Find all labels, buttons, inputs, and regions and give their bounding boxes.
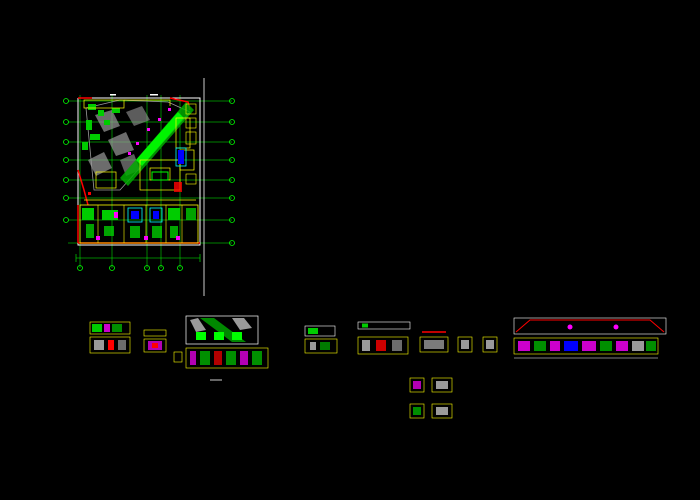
plan-green-diagonal — [120, 102, 194, 186]
plan-dimension-bottom — [75, 254, 201, 262]
sub-detail-1 — [409, 377, 425, 393]
small-detail-a — [457, 336, 473, 353]
sub-detail-2 — [431, 377, 453, 393]
floor-plan — [63, 78, 235, 296]
elevation-2 — [143, 329, 167, 353]
plan-axis-bubbles-left — [63, 98, 69, 223]
plan-outer-walls — [77, 97, 201, 246]
plan-right-rooms — [185, 103, 197, 185]
diagonal-plan-strip — [173, 315, 269, 381]
elevation-3 — [304, 325, 338, 354]
elevation-1 — [89, 321, 131, 354]
plan-stair-core — [151, 147, 187, 192]
plan-axis-bubbles-right — [229, 98, 235, 246]
elevation-4 — [357, 321, 411, 355]
elevation-5 — [419, 331, 449, 353]
long-elevation — [513, 317, 667, 359]
plan-diagonal-band — [85, 99, 191, 191]
plan-small-markers — [88, 94, 158, 195]
sub-detail-3 — [409, 403, 425, 419]
plan-furniture-upper-left — [82, 104, 120, 150]
small-detail-b — [482, 336, 498, 353]
sub-detail-4 — [431, 403, 453, 419]
plan-magenta-points — [128, 108, 171, 155]
plan-lower-units — [79, 204, 199, 244]
plan-axis-bubbles-bottom — [77, 265, 183, 271]
